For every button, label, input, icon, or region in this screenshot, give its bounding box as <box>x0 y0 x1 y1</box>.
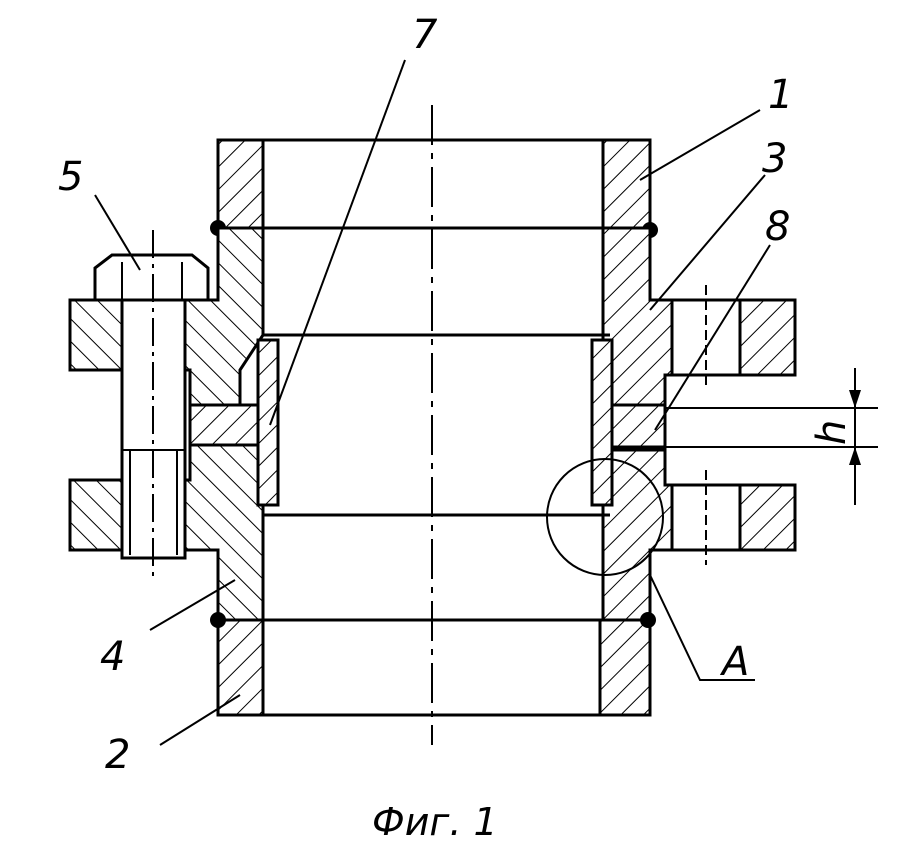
label-part-5: 5 <box>58 154 83 200</box>
sealing-ring-7-8 <box>188 338 667 507</box>
label-part-4: 4 <box>100 634 125 680</box>
inner-sleeve <box>263 333 610 517</box>
label-part-8: 8 <box>765 204 790 250</box>
label-part-3: 3 <box>762 136 787 182</box>
label-dimension-h: h <box>809 420 855 445</box>
label-part-2: 2 <box>105 732 130 778</box>
dimension-h <box>665 368 878 505</box>
label-detail-a: A <box>719 639 749 685</box>
bolt-5 <box>93 230 210 580</box>
leader-lines <box>94 59 771 746</box>
figure-caption: Фиг. 1 <box>372 800 498 844</box>
label-part-7: 7 <box>412 12 438 58</box>
label-part-1: 1 <box>768 72 793 118</box>
detail-circle-a <box>546 458 664 576</box>
upper-pipe-1 <box>210 138 658 238</box>
lower-pipe-2 <box>210 612 656 717</box>
